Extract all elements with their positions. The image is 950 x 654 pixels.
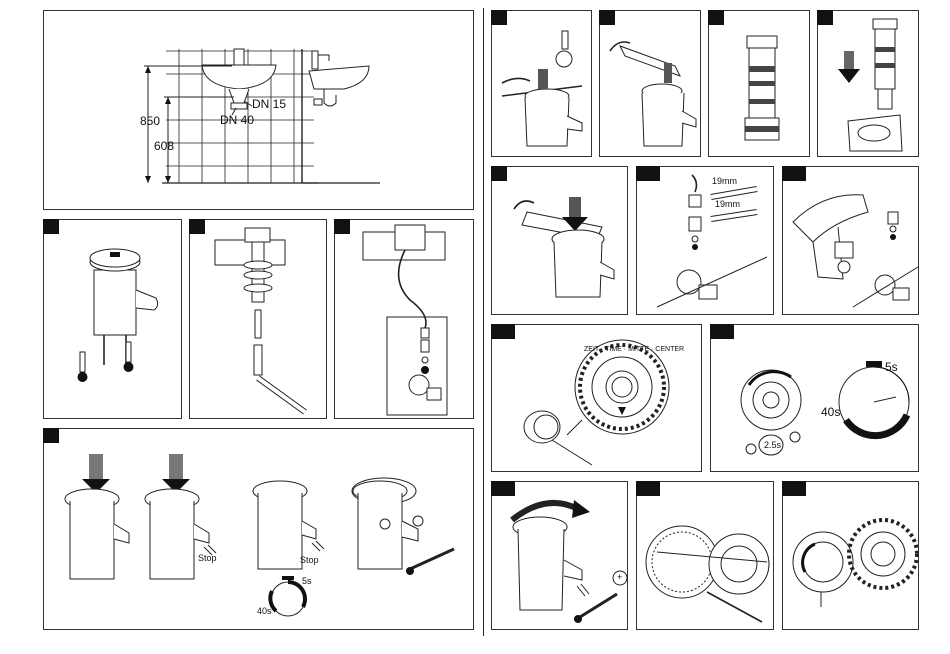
panel-step-hose-connection: [334, 219, 474, 419]
label-time-5s: 5s: [302, 577, 312, 586]
panel-step-remove-cover: [491, 10, 592, 157]
insert-cartridge-illustration: [818, 11, 920, 158]
mounting-hardware-illustration: [190, 220, 328, 420]
panel-step-cartridge: [708, 10, 810, 157]
label-dn15: DN 15: [252, 99, 286, 110]
tighten-cover-illustration: [492, 167, 629, 316]
panel-step-insert-cartridge: [817, 10, 919, 157]
label-stop-2: Stop: [300, 556, 319, 565]
label-time-5s-large: 5s: [885, 362, 898, 373]
panel-step-time-setting-dial: ZEIT · TIME · MITTE · CENTER: [491, 324, 702, 472]
operation-illustration: [44, 429, 475, 631]
panel-step-unscrew-cartridge: [599, 10, 701, 157]
panel-step-mounting: [189, 219, 327, 419]
page-divider: [483, 8, 484, 636]
panel-step-operation: Stop Stop 5s 40s: [43, 428, 474, 630]
panel-step-temperature-adjust: +: [491, 481, 628, 630]
dimension-608: 608: [154, 141, 174, 152]
panel-step-time-adjustment: 2.5s 5s 40s: [710, 324, 919, 472]
label-time-2-5s: 2.5s: [764, 441, 781, 450]
panel-step-detail-b: [782, 481, 919, 630]
panel-step-connect-hose: 19mm 19mm: [636, 166, 774, 315]
remove-cover-illustration: [492, 11, 593, 158]
detail-b-illustration: [783, 482, 920, 631]
label-plus: +: [617, 573, 622, 582]
hose-connection-illustration: [335, 220, 475, 420]
detail-a-illustration: [637, 482, 775, 631]
label-wrench-19mm-1: 19mm: [712, 177, 737, 186]
label-time-40s: 40s: [257, 607, 272, 616]
dimension-850: 850: [140, 116, 160, 127]
faucet-hot-cold-illustration: [44, 220, 183, 420]
temperature-adjust-illustration: [492, 482, 629, 631]
cartridge-illustration: [709, 11, 811, 158]
label-dn40: DN 40: [220, 115, 254, 126]
label-time-40s-large: 40s: [821, 407, 840, 418]
installation-diagram: [44, 11, 475, 211]
dial-ring-text: ZEIT · TIME · MITTE · CENTER: [584, 345, 684, 354]
panel-step-tighten-cover: [491, 166, 628, 315]
unscrew-cartridge-illustration: [600, 11, 702, 158]
panel-step-detail-a: [636, 481, 774, 630]
time-adjustment-illustration: [711, 325, 920, 473]
label-stop-1: Stop: [198, 554, 217, 563]
panel-installation-dimensions: 850 608 DN 15 DN 40: [43, 10, 474, 210]
panel-step-check-filter: [782, 166, 919, 315]
panel-step-hot-cold-supply: [43, 219, 182, 419]
label-wrench-19mm-2: 19mm: [715, 200, 740, 209]
check-filter-illustration: [783, 167, 920, 316]
connect-hose-illustration: [637, 167, 775, 316]
